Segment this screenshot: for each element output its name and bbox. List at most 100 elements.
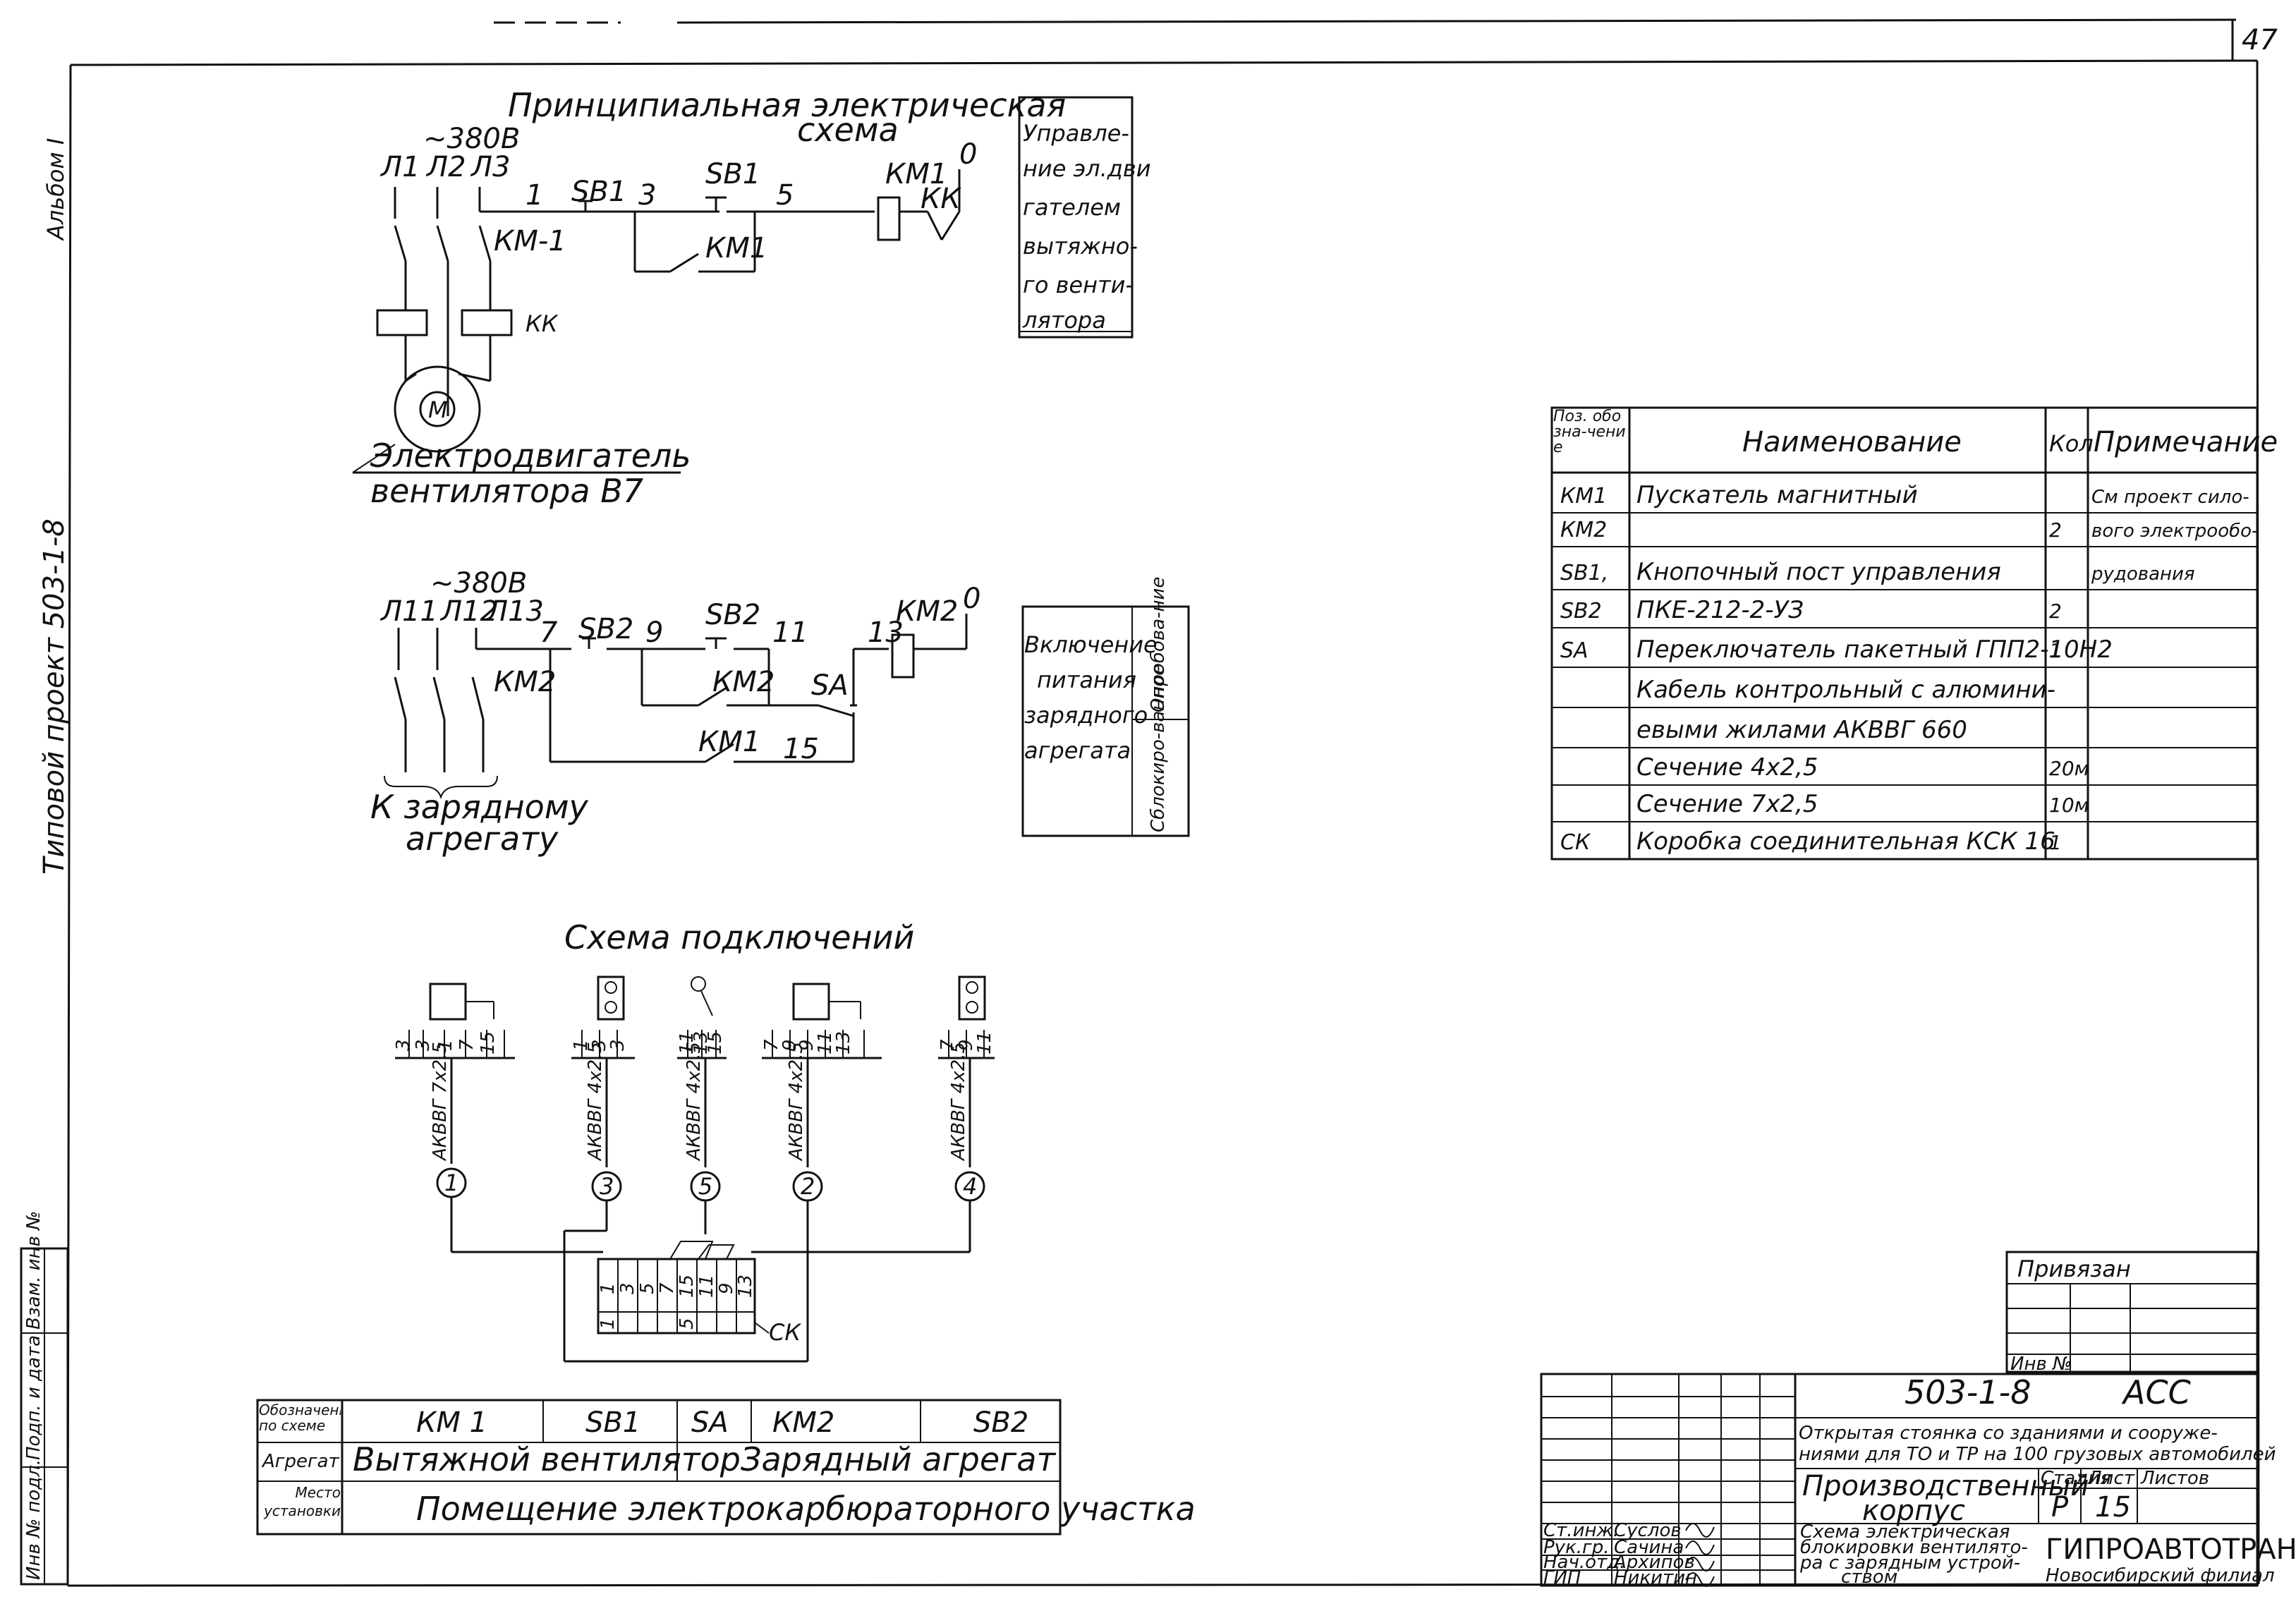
cable-1-num: 1 [444, 1169, 458, 1196]
bottom-sb2: SB2 [973, 1406, 1028, 1439]
title-sheet-label: Лист [2087, 1468, 2135, 1489]
wire-9: 9 [645, 616, 663, 649]
spec-header-qty: Кол [2049, 430, 2094, 457]
km1-hold-contact: КМ1 [705, 232, 767, 265]
signer-2-name: Сачина [1614, 1537, 1684, 1558]
c1-term-5: 15 [478, 1031, 499, 1054]
spec-row-5-pos: SA [1560, 638, 1589, 663]
cable-1-label: АКВВГ 7х2,5 [430, 1042, 451, 1162]
purpose-2-line1: Включение [1024, 631, 1158, 658]
privyazan-title: Привязан [2017, 1256, 2131, 1282]
spec-row-5-qty: 1 [2049, 639, 2062, 662]
wire-0b: 0 [963, 583, 980, 615]
spec-row-8-qty: 20м [2049, 757, 2089, 780]
purpose-2-side-top: Опробова-ние [1148, 577, 1169, 712]
box-term-1: 1 [597, 1282, 619, 1294]
bottom-agg-charger: Зарядный агрегат [741, 1440, 1056, 1478]
bottom-location: Помещение электрокарбюраторного участка [416, 1490, 1196, 1528]
title-sheet-title-line1: Схема электрическая [1800, 1521, 2010, 1543]
signer-1-role: Ст.инж. [1543, 1520, 1619, 1541]
c2-term-1: 7 [761, 1039, 782, 1051]
box-term-6: 11 [696, 1275, 717, 1298]
spec-header-pos: Поз. обозна-чение [1553, 409, 1626, 456]
purpose-1-line1: Управле- [1023, 120, 1129, 147]
box-term-b1: 1 [597, 1318, 619, 1330]
spec-header-note: Примечание [2094, 426, 2278, 458]
wire-0: 0 [959, 138, 977, 171]
spec-table: Поз. обозна-чение Наименование Кол Приме… [1550, 406, 2278, 861]
wire-15: 15 [783, 733, 819, 765]
spec-row-8-name: Сечение 4х2,5 [1636, 753, 1818, 782]
cable-5-num: 5 [698, 1173, 712, 1200]
phase-l1: Л1 [379, 151, 420, 183]
bottom-r2-label: Агрегат [261, 1451, 340, 1472]
cable-5-label: АКВВГ 4х2,5 [684, 1042, 705, 1162]
km1-interlock: КМ1 [698, 726, 760, 758]
wire-13: 13 [868, 616, 904, 649]
c2-term-4: 11 [815, 1031, 836, 1054]
c3-term-2: 3 [589, 1039, 610, 1051]
spec-row-1-name: Пускатель магнитный [1636, 481, 1918, 509]
spec-row-1-note: См проект сило- [2091, 487, 2249, 508]
bottom-agg-fan: Вытяжной вентилятор [353, 1440, 741, 1478]
wire-5: 5 [776, 179, 794, 212]
title-object-line2: ниями для ТО и ТР на 100 грузовых автомо… [1799, 1444, 2276, 1465]
box-term-4: 7 [657, 1282, 678, 1294]
wire-1: 1 [526, 179, 543, 212]
c4-term-1: 7 [937, 1039, 959, 1051]
cable-2-label: АКВВГ 4х2,5 [786, 1042, 807, 1162]
spec-row-10-pos: СК [1560, 830, 1591, 855]
km2-hold-contact: КМ2 [712, 666, 775, 698]
c4-term-2: 9 [956, 1039, 977, 1051]
title-building-line1: Производственный [1802, 1470, 2089, 1502]
spec-row-2-pos: КМ2 [1560, 518, 1607, 542]
side-label-album: Альбом I [42, 138, 69, 241]
wire-7: 7 [540, 616, 558, 649]
title-org-branch: Новосибирский филиал [2046, 1565, 2275, 1586]
c5-term-1: 11 [676, 1031, 698, 1054]
schematic-1-relay-kk: КК [526, 310, 559, 337]
spec-row-2-note: вого электрообо- [2091, 521, 2258, 542]
box-term-3: 5 [637, 1282, 658, 1294]
privyazan-inv: Инв № [2010, 1354, 2072, 1375]
c1-term-4: 7 [456, 1039, 478, 1051]
wire-3: 3 [638, 179, 656, 212]
cable-2-num: 2 [801, 1173, 815, 1200]
title-stage-label: Стадия [2041, 1468, 2111, 1489]
purpose-1-line5: го венти- [1023, 272, 1134, 298]
wire-11: 11 [772, 616, 808, 649]
c3-term-1: 1 [571, 1039, 592, 1051]
c2-term-3: 9 [796, 1039, 818, 1051]
sa-label: SA [811, 669, 849, 702]
phase-l3: Л3 [470, 151, 511, 183]
box-term-2: 3 [617, 1282, 638, 1294]
spec-row-7-name: евыми жилами АКВВГ 660 [1636, 716, 1967, 744]
schematic-1-contactor: КМ-1 [494, 225, 566, 257]
schematic-2-caption-line1: К зарядному [370, 788, 589, 826]
purpose-2-line3: зарядного [1024, 702, 1148, 729]
box-term-5: 15 [676, 1275, 698, 1298]
connections-title: Схема подключений [564, 918, 914, 956]
signer-4-role: ГИП [1543, 1567, 1581, 1588]
stamp-vzam-inv: Взам. инв № [23, 1211, 44, 1330]
signer-2-role: Рук.гр. [1543, 1537, 1609, 1558]
box-term-8: 13 [735, 1275, 756, 1298]
c2-term-2: 9 [779, 1039, 801, 1051]
sb2b-label: SB2 [705, 599, 760, 631]
bottom-sa: SA [691, 1406, 729, 1439]
bottom-km2: КМ2 [772, 1406, 834, 1439]
spec-row-4-name: ПКЕ-212-2-УЗ [1636, 596, 1804, 624]
bottom-sb1: SB1 [585, 1406, 640, 1439]
title-building-line2: корпус [1862, 1495, 1965, 1527]
box-label: СК [769, 1319, 801, 1346]
schematic-1: Принципиальная электрическая схема ~380В… [352, 86, 1151, 510]
title-stage: Р [2051, 1491, 2069, 1524]
schematic-1-title-line2: схема [797, 111, 899, 149]
connection-diagram: Схема подключений [393, 918, 995, 1363]
spec-row-4-pos: SB2 [1560, 599, 1602, 624]
signer-4-name: Никитин [1614, 1567, 1697, 1588]
spec-row-4-qty: 2 [2049, 600, 2062, 623]
motor-caption-line1: Электродвигатель [370, 437, 691, 475]
privyazan-block: Привязан Инв № [2005, 1251, 2259, 1375]
